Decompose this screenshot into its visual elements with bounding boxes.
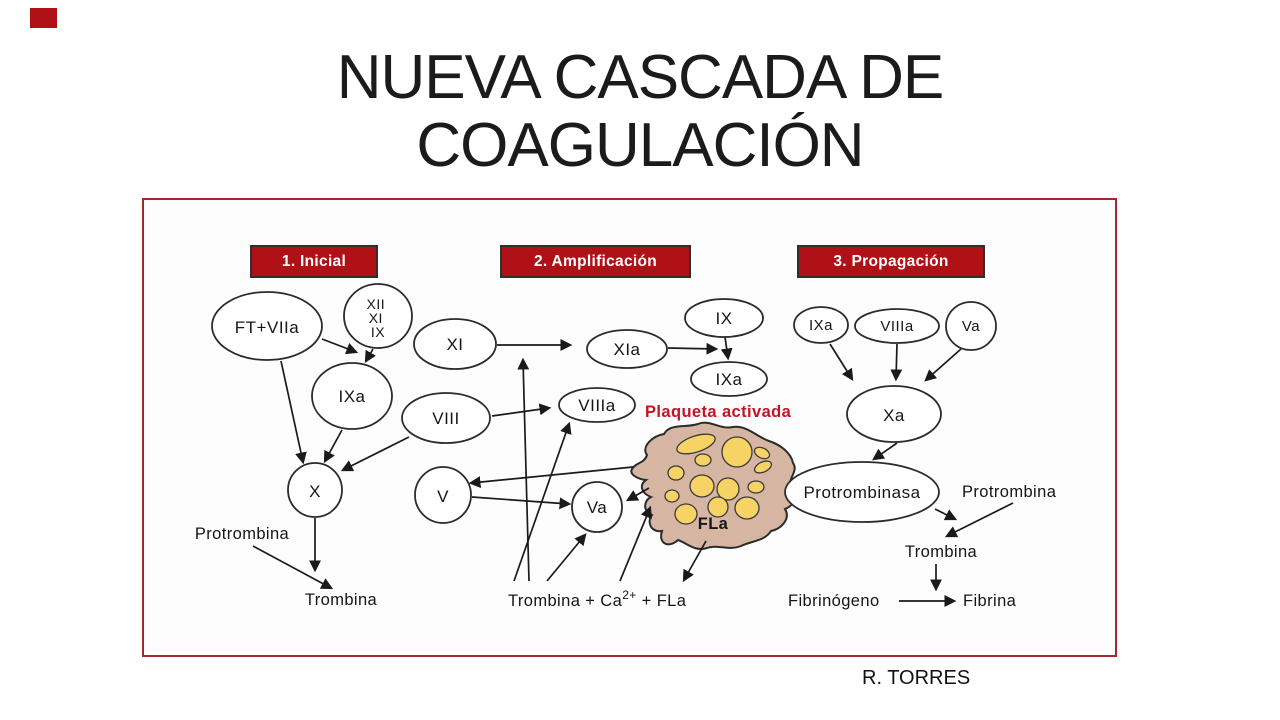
arrow-va-to-xa — [924, 348, 962, 382]
label-fibrinogeno: Fibrinógeno — [788, 592, 880, 610]
node-ixa-amp — [690, 361, 768, 397]
arrow-xia-to-ix — [667, 342, 719, 355]
node-protrombinasa-label: Protrombinasa — [803, 483, 920, 502]
platelet-granule — [674, 503, 698, 525]
cascade-nodes: FT+VIIa XII XI IX IXa X XI XIa IX IXa VI… — [211, 283, 997, 533]
node-viii-label: VIII — [432, 409, 460, 428]
label-fla: FLa — [698, 515, 729, 533]
platelet-granule — [721, 436, 753, 468]
platelet-granule — [664, 489, 680, 503]
node-ixa-prop — [793, 306, 849, 344]
arrow-protrombina-to-trombina-right — [944, 502, 1014, 538]
node-line-ix: IX — [371, 324, 385, 340]
platelet-granule — [734, 496, 760, 520]
node-xi-label: XI — [446, 335, 463, 354]
label-plaqueta-activada: Plaqueta activada — [645, 403, 792, 421]
platelet-granule — [676, 433, 716, 455]
node-ixa-amp-label: IXa — [715, 370, 742, 389]
node-v-label: V — [437, 487, 449, 506]
node-v — [414, 466, 472, 524]
arrow-ix-to-ixa — [720, 336, 733, 361]
label-trombina-ca-post: + FLa — [642, 592, 687, 610]
arrow-protrombinasa-out — [934, 508, 958, 521]
node-ixa-prop-label: IXa — [809, 317, 833, 334]
label-trombina-ca-pre: Trombina + Ca — [508, 592, 623, 610]
phase-header-amplificacion: 2. Amplificación — [500, 245, 691, 278]
phase-header-propagacion-label: 3. Propagación — [833, 252, 949, 270]
node-xi — [413, 318, 497, 370]
platelet-granule — [689, 474, 715, 498]
arrow-ixa-to-xa — [829, 343, 854, 382]
node-x-initial — [287, 462, 343, 518]
node-ixa-initial — [311, 362, 393, 430]
platelet-granule — [694, 453, 712, 467]
node-viii — [401, 392, 491, 444]
phase-header-amplificacion-label: 2. Amplificación — [533, 252, 658, 270]
arrow-platelet-to-v — [468, 466, 634, 488]
node-protrombinasa — [784, 461, 940, 523]
platelet-granule — [716, 477, 740, 501]
cascade-text-labels: Protrombina Trombina Plaqueta activada F… — [195, 403, 1057, 610]
slide-title: NUEVA CASCADA DE COAGULACIÓN — [0, 44, 1280, 180]
activated-platelet — [630, 421, 797, 550]
node-viiia-prop — [854, 308, 940, 344]
node-xia-label: XIa — [613, 340, 640, 359]
phase-header-propagacion: 3. Propagación — [797, 245, 985, 278]
node-xia — [586, 329, 668, 369]
slide-title-line2: COAGULACIÓN — [416, 111, 864, 180]
node-xii-xi-ix-label: XII XI IX — [366, 296, 389, 340]
arrow-ixa-to-x — [323, 429, 343, 464]
arrow-trombina-to-va — [546, 533, 587, 582]
arrow-fla-to-trombina-text — [682, 540, 707, 583]
arrow-trombina-to-platelet — [619, 505, 652, 582]
phase-header-inicial: 1. Inicial — [250, 245, 378, 278]
platelet-granule — [667, 465, 685, 481]
arrow-viii-to-viiia — [491, 403, 552, 417]
label-protrombina-right: Protrombina — [962, 483, 1057, 501]
platelet-granule — [707, 496, 729, 518]
author-credit: R. TORRES — [862, 667, 971, 689]
node-xa-label: Xa — [883, 406, 905, 425]
node-viiia-amp-label: VIIIa — [578, 396, 616, 415]
node-ix-label: IX — [715, 309, 732, 328]
label-ca-superscript: 2+ — [622, 588, 636, 602]
node-ixa-initial-label: IXa — [338, 387, 365, 406]
node-viiia-prop-label: VIIIa — [880, 318, 914, 335]
node-viiia-amp — [558, 387, 636, 423]
node-line-xii: XII — [366, 296, 385, 312]
slide-title-line1: NUEVA CASCADA DE — [336, 43, 944, 112]
node-va-prop-label: Va — [962, 318, 980, 335]
arrow-viiia-to-xa — [890, 343, 903, 382]
node-va-amp — [571, 481, 623, 533]
cascade-arrows — [252, 336, 1014, 607]
arrow-ftviia-to-x — [280, 360, 307, 465]
arrow-xa-to-protrombinasa — [872, 442, 898, 461]
node-va-amp-label: Va — [587, 498, 608, 517]
arrow-factors-to-ixa — [364, 348, 376, 364]
arrow-protrombina-to-trombina — [252, 545, 334, 590]
phase-header-inicial-label: 1. Inicial — [281, 252, 347, 270]
arrow-ftviia-to-factors — [321, 338, 359, 355]
label-trombina-left: Trombina — [305, 591, 378, 609]
node-x-initial-label: X — [309, 482, 321, 501]
label-trombina-ca-fla: Trombina + Ca2+ + FLa — [508, 588, 687, 610]
arrow-viii-to-x — [340, 436, 410, 472]
label-protrombina-left: Protrombina — [195, 525, 290, 543]
platelet-granule — [753, 446, 771, 460]
label-trombina-right: Trombina — [905, 543, 978, 561]
arrow-platelet-to-va — [625, 487, 650, 502]
label-fibrina: Fibrina — [963, 592, 1017, 610]
node-va-prop — [945, 301, 997, 351]
platelet-granule — [747, 480, 765, 494]
node-line-xi: XI — [369, 310, 383, 326]
node-xa — [846, 385, 942, 443]
node-ft-viia — [211, 291, 323, 361]
arrow-v-to-va — [471, 496, 572, 510]
node-ft-viia-label: FT+VIIa — [235, 318, 299, 337]
platelet-granule — [753, 460, 773, 474]
node-xii-xi-ix — [343, 283, 413, 349]
slide-accent-mark — [30, 8, 57, 28]
node-ix — [684, 298, 764, 338]
arrow-trombina-to-xi — [517, 357, 530, 582]
